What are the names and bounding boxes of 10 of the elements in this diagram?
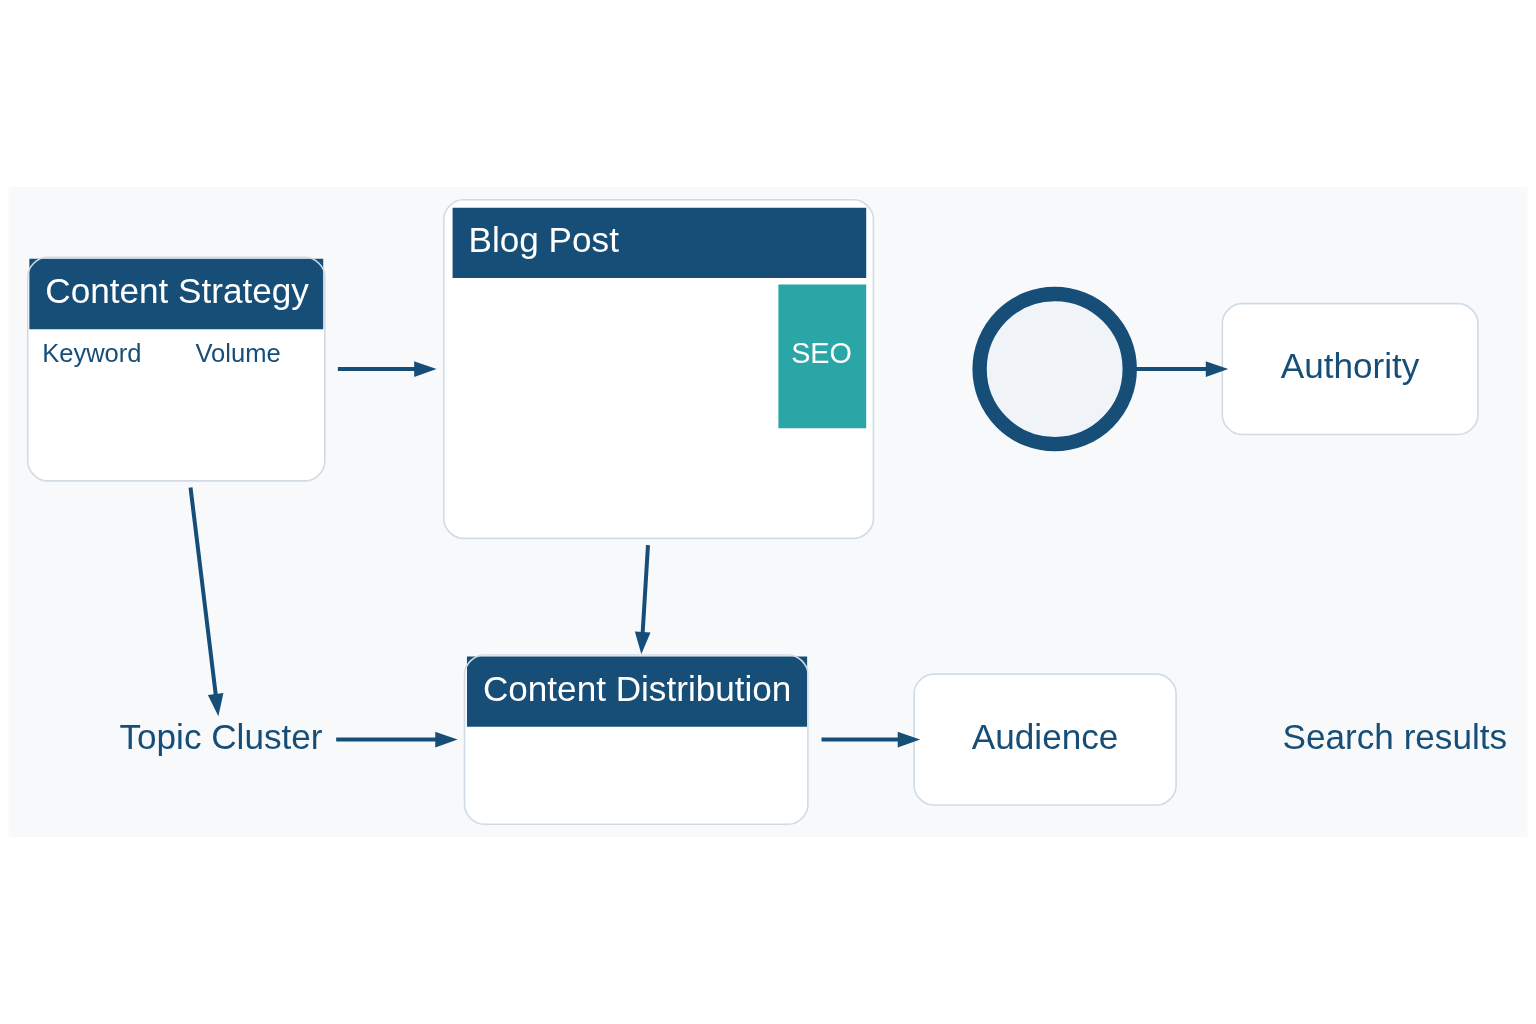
node-text: Search results: [1282, 716, 1508, 756]
node-text: Topic Cluster: [119, 716, 323, 756]
node-box: Authority: [1221, 302, 1479, 436]
node-circle: [972, 286, 1137, 452]
arrow: [336, 731, 458, 748]
arrow: [821, 731, 921, 748]
arrow: [634, 545, 651, 655]
node-box: Audience: [913, 673, 1177, 806]
arrow: [337, 361, 437, 377]
arrow: [188, 487, 224, 717]
